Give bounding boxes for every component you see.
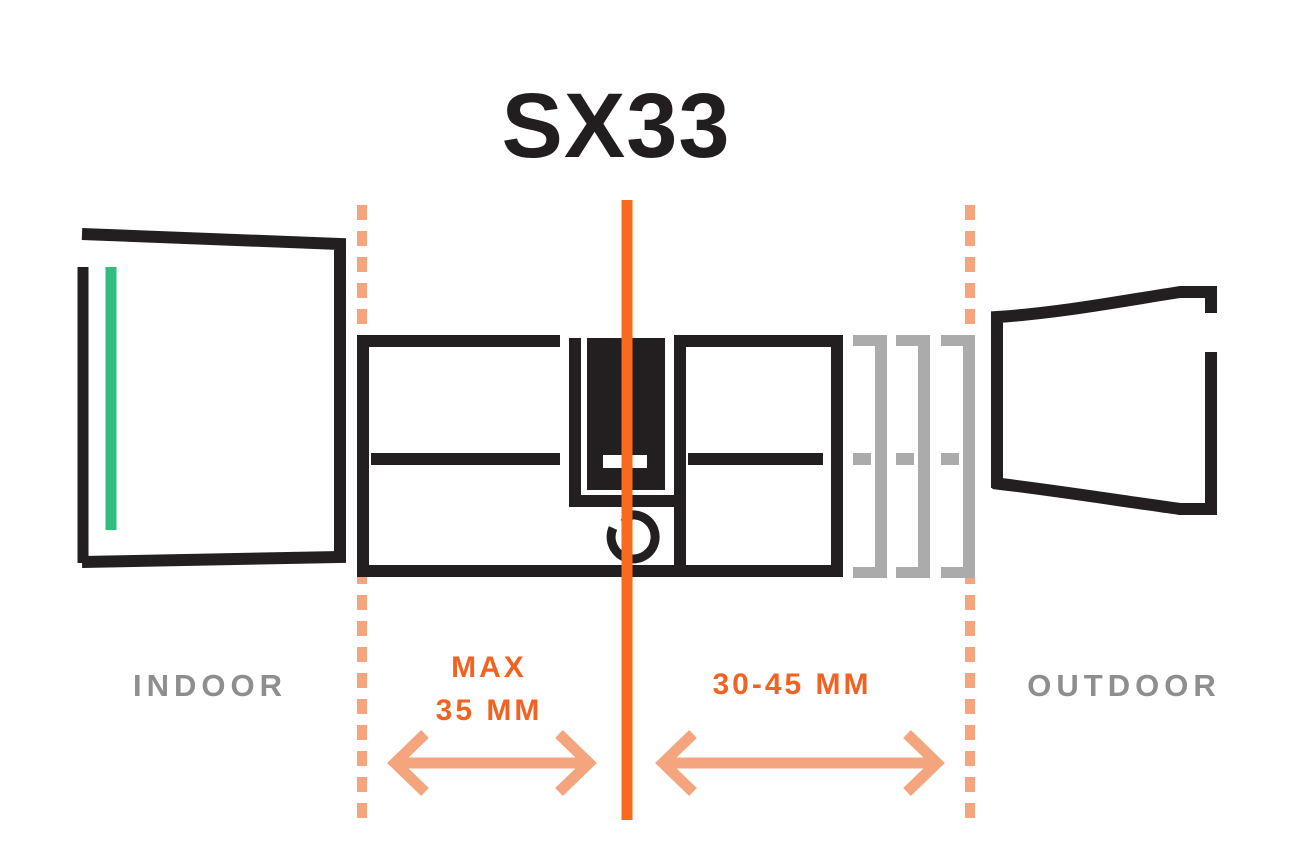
indoor-label: INDOOR [133,668,287,703]
diagram-title: SX33 [501,75,731,177]
outdoor-knob-shape [991,286,1217,515]
inner-measurement-line2: 35 MM [435,694,543,727]
rotate-icon [606,510,660,564]
inner-measurement-line1: MAX [451,651,527,684]
outer-range-arrow [655,730,945,796]
inner-range-arrow [387,730,597,796]
extension-segments [853,335,975,578]
outer-measurement-label: 30-45 MM [712,668,872,701]
cylinder-body [357,335,843,577]
outdoor-label: OUTDOOR [1027,668,1221,703]
inner-measurement-label: MAX 35 MM [359,646,619,732]
indoor-door-shape [77,228,346,568]
